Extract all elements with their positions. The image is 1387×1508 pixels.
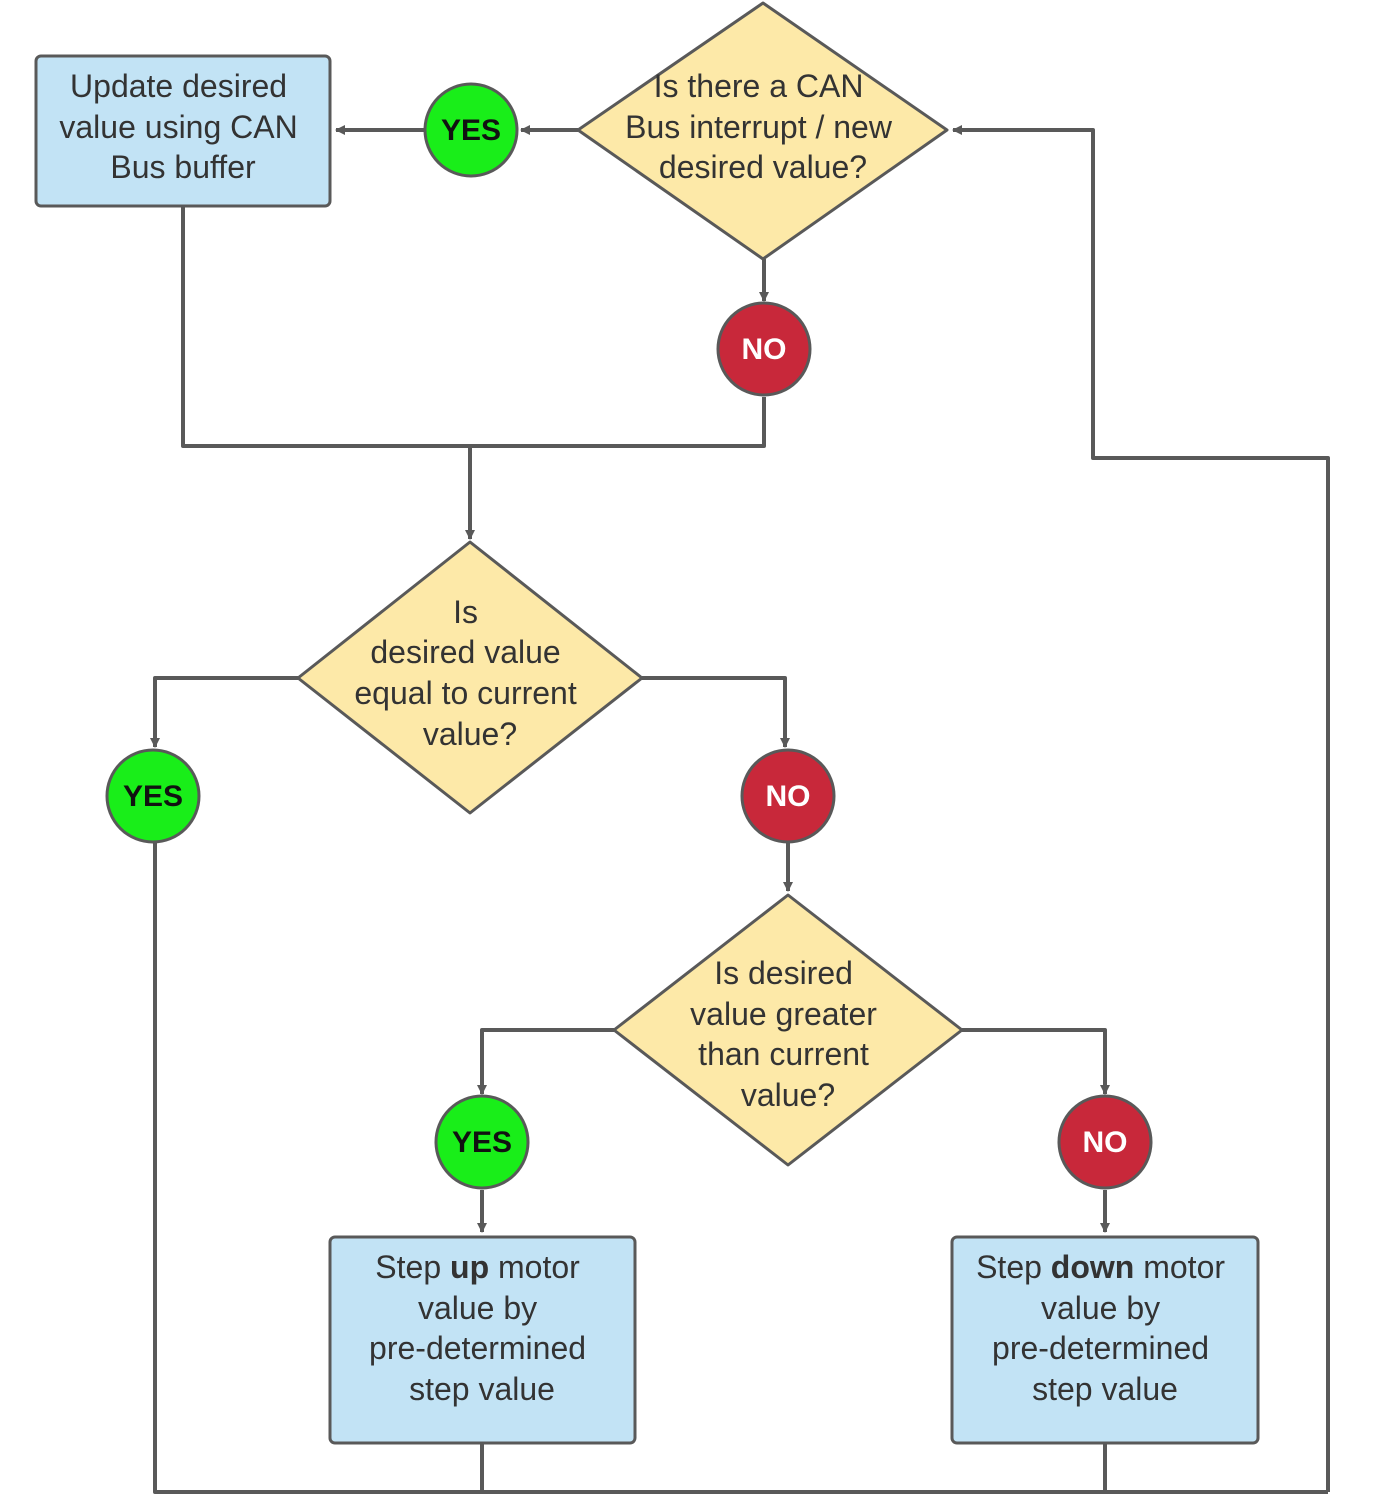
decision-equal-line-1: Is	[453, 594, 478, 630]
edge-equal-to-yes	[150, 676, 298, 748]
yes-badge-greater: YES	[434, 1094, 530, 1190]
no-badge-greater: NO	[1057, 1094, 1153, 1190]
process-step-up: Step up motor value by pre-determined st…	[328, 1235, 637, 1445]
decision-can-line-2: Bus interrupt / new	[625, 109, 893, 145]
yes-badge-can-label: YES	[441, 114, 501, 147]
process-update-text: Update desired value using CAN Bus buffe…	[59, 68, 306, 185]
edge-yes-loop-bottom	[153, 843, 1328, 1494]
no-badge-can-label: NO	[742, 333, 787, 366]
decision-equal-line-4: value?	[423, 716, 517, 752]
step-up-line-1-b: motor	[489, 1249, 580, 1285]
process-update-desired: Update desired value using CAN Bus buffe…	[34, 54, 332, 208]
no-badge-equal: NO	[740, 748, 836, 844]
step-up-line-1-a: Step	[375, 1249, 450, 1285]
edge-loop-back-to-can	[952, 125, 1330, 1492]
no-badge-can: NO	[716, 301, 812, 397]
step-down-line-1-b: motor	[1134, 1249, 1225, 1285]
decision-can-interrupt-text: Is there a CAN Bus interrupt / new desir…	[625, 68, 901, 185]
decision-greater-current: Is desired value greater than current va…	[612, 893, 964, 1167]
process-step-down: Step down motor value by pre-determined …	[950, 1235, 1260, 1445]
step-down-line-4: step value	[1032, 1371, 1178, 1407]
decision-equal-current: Is desired value equal to current value?	[296, 540, 644, 815]
step-up-line-4: step value	[409, 1371, 555, 1407]
decision-greater-line-3: than current	[698, 1036, 869, 1072]
step-down-line-1: Step down motor	[976, 1249, 1225, 1285]
decision-greater-line-2: value greater	[690, 996, 877, 1032]
process-step-down-text: Step down motor value by pre-determined …	[976, 1249, 1234, 1407]
decision-greater-text: Is desired value greater than current va…	[690, 955, 886, 1113]
yes-badge-equal: YES	[105, 748, 201, 844]
step-down-emphasis: down	[1051, 1249, 1135, 1285]
decision-greater-line-4: value?	[741, 1077, 835, 1113]
yes-badge-equal-label: YES	[123, 780, 183, 813]
edge-greater-to-no	[962, 1028, 1110, 1095]
edge-update-to-merge	[181, 206, 470, 448]
decision-greater-line-1: Is desired	[714, 955, 853, 991]
process-update-line-2: value using CAN	[59, 109, 297, 145]
yes-badge-greater-label: YES	[452, 1126, 512, 1159]
decision-equal-line-3: equal to current	[354, 675, 576, 711]
edge-no-to-merge	[470, 397, 766, 448]
process-step-up-text: Step up motor value by pre-determined st…	[369, 1249, 595, 1407]
edge-greater-to-yes	[477, 1028, 614, 1095]
step-down-line-2: value by	[1041, 1290, 1160, 1326]
process-update-line-1: Update desired	[70, 68, 287, 104]
connectors	[150, 125, 1330, 1494]
decision-can-interrupt: Is there a CAN Bus interrupt / new desir…	[576, 1, 949, 261]
decision-equal-line-2: desired value	[370, 634, 560, 670]
step-up-emphasis: up	[450, 1249, 489, 1285]
step-up-line-3: pre-determined	[369, 1330, 586, 1366]
no-badge-equal-label: NO	[766, 780, 811, 813]
step-up-line-2: value by	[418, 1290, 537, 1326]
yes-badge-can: YES	[423, 82, 519, 178]
edge-equal-to-no	[642, 676, 790, 748]
step-down-line-1-a: Step	[976, 1249, 1051, 1285]
no-badge-greater-label: NO	[1083, 1126, 1128, 1159]
step-down-line-3: pre-determined	[992, 1330, 1209, 1366]
process-update-line-3: Bus buffer	[110, 149, 256, 185]
decision-can-line-3: desired value?	[659, 149, 867, 185]
decision-equal-text: Is desired value equal to current value?	[354, 594, 585, 752]
decision-can-line-1: Is there a CAN	[654, 68, 864, 104]
step-up-line-1: Step up motor	[375, 1249, 580, 1285]
